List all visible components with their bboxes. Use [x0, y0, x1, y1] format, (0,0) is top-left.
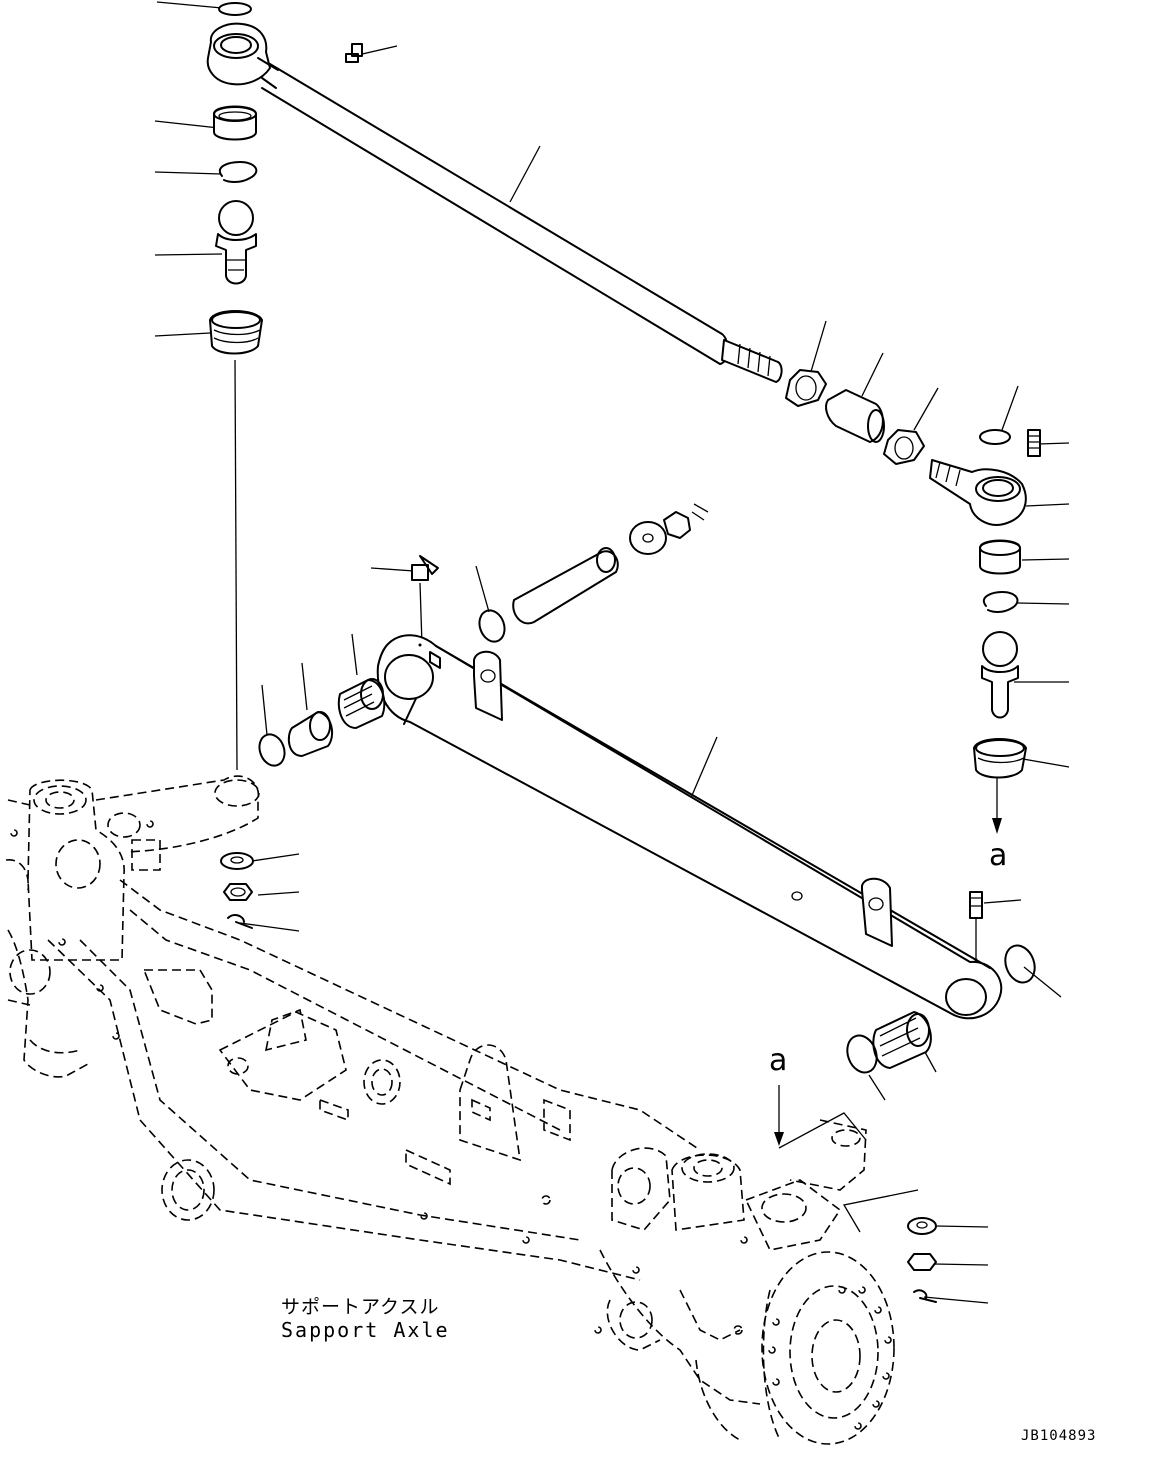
tie-rod [206, 2, 1041, 526]
caption-english: Sapport Axle [281, 1318, 450, 1342]
left-ball-joint-stack [209, 105, 263, 355]
left-pivot-hardware [220, 852, 254, 929]
leader-lines [154, 1, 1070, 1304]
right-ball-joint-stack [973, 539, 1027, 779]
caption-japanese: サポートアクスル [281, 1296, 440, 1318]
drawing-id: JB104893 [1021, 1428, 1097, 1444]
pin-assembly [411, 503, 709, 643]
link-beam [258, 634, 1036, 1074]
right-pivot-hardware [907, 1217, 937, 1303]
support-axle-outline [5, 775, 895, 1445]
leader-terminals [418, 643, 978, 962]
grease-cap [218, 2, 252, 16]
reference-mark-a-upper: a [989, 838, 1008, 873]
reference-mark-a-lower: a [769, 1043, 788, 1078]
